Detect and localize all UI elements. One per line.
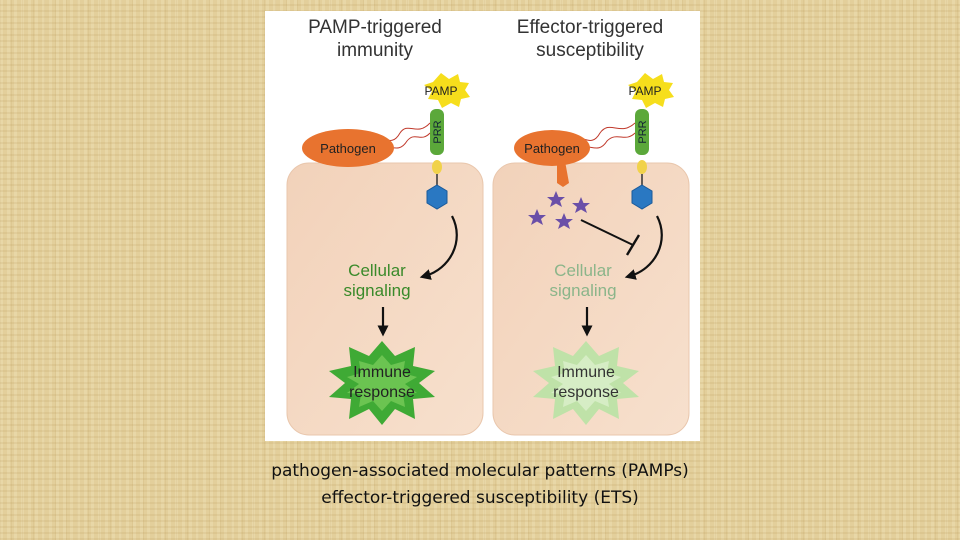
effector-star (528, 209, 546, 225)
left-membrane-anchor (432, 160, 442, 174)
right-pathogen (514, 130, 590, 166)
caption-line-1: pathogen-associated molecular patterns (… (271, 461, 689, 481)
immunity-diagram: PAMP-triggered immunity PAMP PRR Pathoge… (286, 17, 690, 436)
left-prr-label: PRR (432, 120, 444, 143)
right-pamp-label: PAMP (628, 84, 661, 98)
left-pamp-burst (424, 73, 470, 108)
left-title-line2: immunity (337, 40, 414, 61)
left-response-line1: Immune (353, 364, 411, 381)
left-response-line2: response (349, 384, 415, 401)
caption-line-2: effector-triggered susceptibility (ETS) (321, 488, 639, 508)
right-signaling-line1: Cellular (554, 261, 612, 280)
right-signaling-line2: signaling (549, 281, 616, 300)
effector-star (547, 191, 565, 207)
left-panel: PAMP-triggered immunity PAMP PRR Pathoge… (286, 17, 484, 436)
right-curved-arrow (624, 215, 663, 280)
right-pathogen-injector (557, 161, 569, 187)
left-title-line1: PAMP-triggered (308, 17, 442, 38)
left-cell-body (286, 162, 484, 436)
left-signaling-line1: Cellular (348, 261, 406, 280)
right-pathogen-label: Pathogen (524, 141, 580, 156)
right-prr-receptor (635, 109, 649, 155)
left-prr-receptor (430, 109, 444, 155)
left-curved-arrow (419, 215, 458, 280)
left-signaling-line2: signaling (343, 281, 410, 300)
effector-star (555, 213, 573, 229)
inhibition-line (580, 219, 634, 246)
right-membrane-anchor (637, 160, 647, 174)
right-pamp-burst (628, 73, 674, 108)
left-hexagon-signal (426, 184, 448, 210)
effector-star (572, 197, 590, 213)
left-pamp-label: PAMP (424, 84, 457, 98)
left-immune-burst-inner (347, 355, 417, 411)
inhibition-bar (625, 234, 641, 256)
right-title-line1: Effector-triggered (517, 17, 663, 38)
right-response-line1: Immune (557, 364, 615, 381)
right-cell-body (492, 162, 690, 436)
right-prr-label: PRR (637, 120, 649, 143)
right-immune-burst-inner (551, 355, 621, 411)
right-title-line2: susceptibility (536, 40, 644, 61)
left-pathogen (302, 129, 394, 167)
right-response-line2: response (553, 384, 619, 401)
right-panel: Effector-triggered susceptibility PAMP P… (492, 17, 690, 436)
diagram-panel: PAMP-triggered immunity PAMP PRR Pathoge… (265, 11, 700, 441)
right-hexagon-signal (631, 184, 653, 210)
left-pathogen-label: Pathogen (320, 141, 376, 156)
